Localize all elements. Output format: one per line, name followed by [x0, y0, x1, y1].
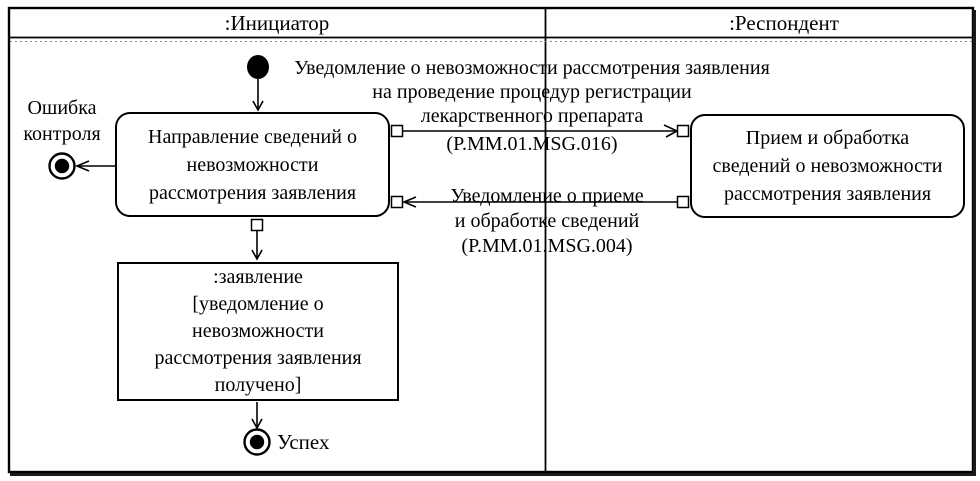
- object-node-line: :заявление: [213, 266, 303, 288]
- request-message-line: Уведомление о невозможности рассмотрения…: [294, 57, 770, 79]
- initial-node: [247, 55, 269, 79]
- object-node-statement: :заявление [уведомление о невозможности …: [117, 262, 399, 401]
- object-node-line: получено]: [214, 374, 302, 396]
- request-message-line: на проведение процедур регистрации: [372, 81, 692, 103]
- output-pin-send-action-bottom: [250, 218, 264, 232]
- final-node-error: [48, 152, 76, 180]
- response-message-line: и обработке сведений: [454, 210, 640, 232]
- action-receive-process: Прием и обработка сведений о невозможнос…: [690, 114, 965, 218]
- output-pin-send-action-top: [390, 124, 404, 138]
- object-node-line: [уведомление о: [192, 293, 324, 315]
- error-final-label-line: контроля: [23, 123, 101, 145]
- lane-header-initiator: :Инициатор: [224, 11, 330, 35]
- arrow-start-to-send-action: [252, 79, 264, 112]
- response-message-label: Уведомление о приеме и обработке сведени…: [397, 184, 697, 259]
- input-pin-send-action-bottom: [390, 195, 404, 209]
- output-pin-receive-action-bottom: [676, 195, 690, 209]
- error-final-label-line: Ошибка: [27, 97, 97, 119]
- response-message-line: Уведомление о приеме: [450, 185, 644, 207]
- final-node-success: [243, 428, 271, 456]
- arrow-send-action-to-error: [74, 160, 115, 172]
- object-node-line: рассмотрения заявления: [154, 347, 362, 369]
- action-send-line: невозможности: [186, 153, 319, 176]
- request-message-line: лекарственного препарата: [420, 105, 644, 127]
- arrow-object-to-success: [251, 402, 263, 430]
- lane-header-respondent: :Респондент: [729, 11, 839, 35]
- input-pin-receive-action-top: [676, 124, 690, 138]
- action-receive-line: рассмотрения заявления: [723, 183, 932, 205]
- success-final-label: Успех: [277, 430, 330, 454]
- arrow-response-message: [401, 196, 677, 208]
- action-receive-line: Прием и обработка: [745, 127, 910, 149]
- action-send-information: Направление сведений о невозможности рас…: [115, 112, 390, 217]
- action-receive-line: сведений о невозможности: [712, 155, 943, 177]
- object-node-line: невозможности: [191, 320, 324, 342]
- action-send-line: рассмотрения заявления: [148, 181, 357, 204]
- arrow-send-action-to-object: [251, 231, 263, 261]
- action-send-line: Направление сведений о: [148, 125, 357, 148]
- response-message-code: (P.MM.01.MSG.004): [461, 235, 633, 257]
- error-final-label: Ошибка контроля: [10, 95, 114, 147]
- request-message-code: (P.MM.01.MSG.016): [446, 133, 618, 155]
- request-message-label: Уведомление о невозможности рассмотрения…: [282, 56, 782, 156]
